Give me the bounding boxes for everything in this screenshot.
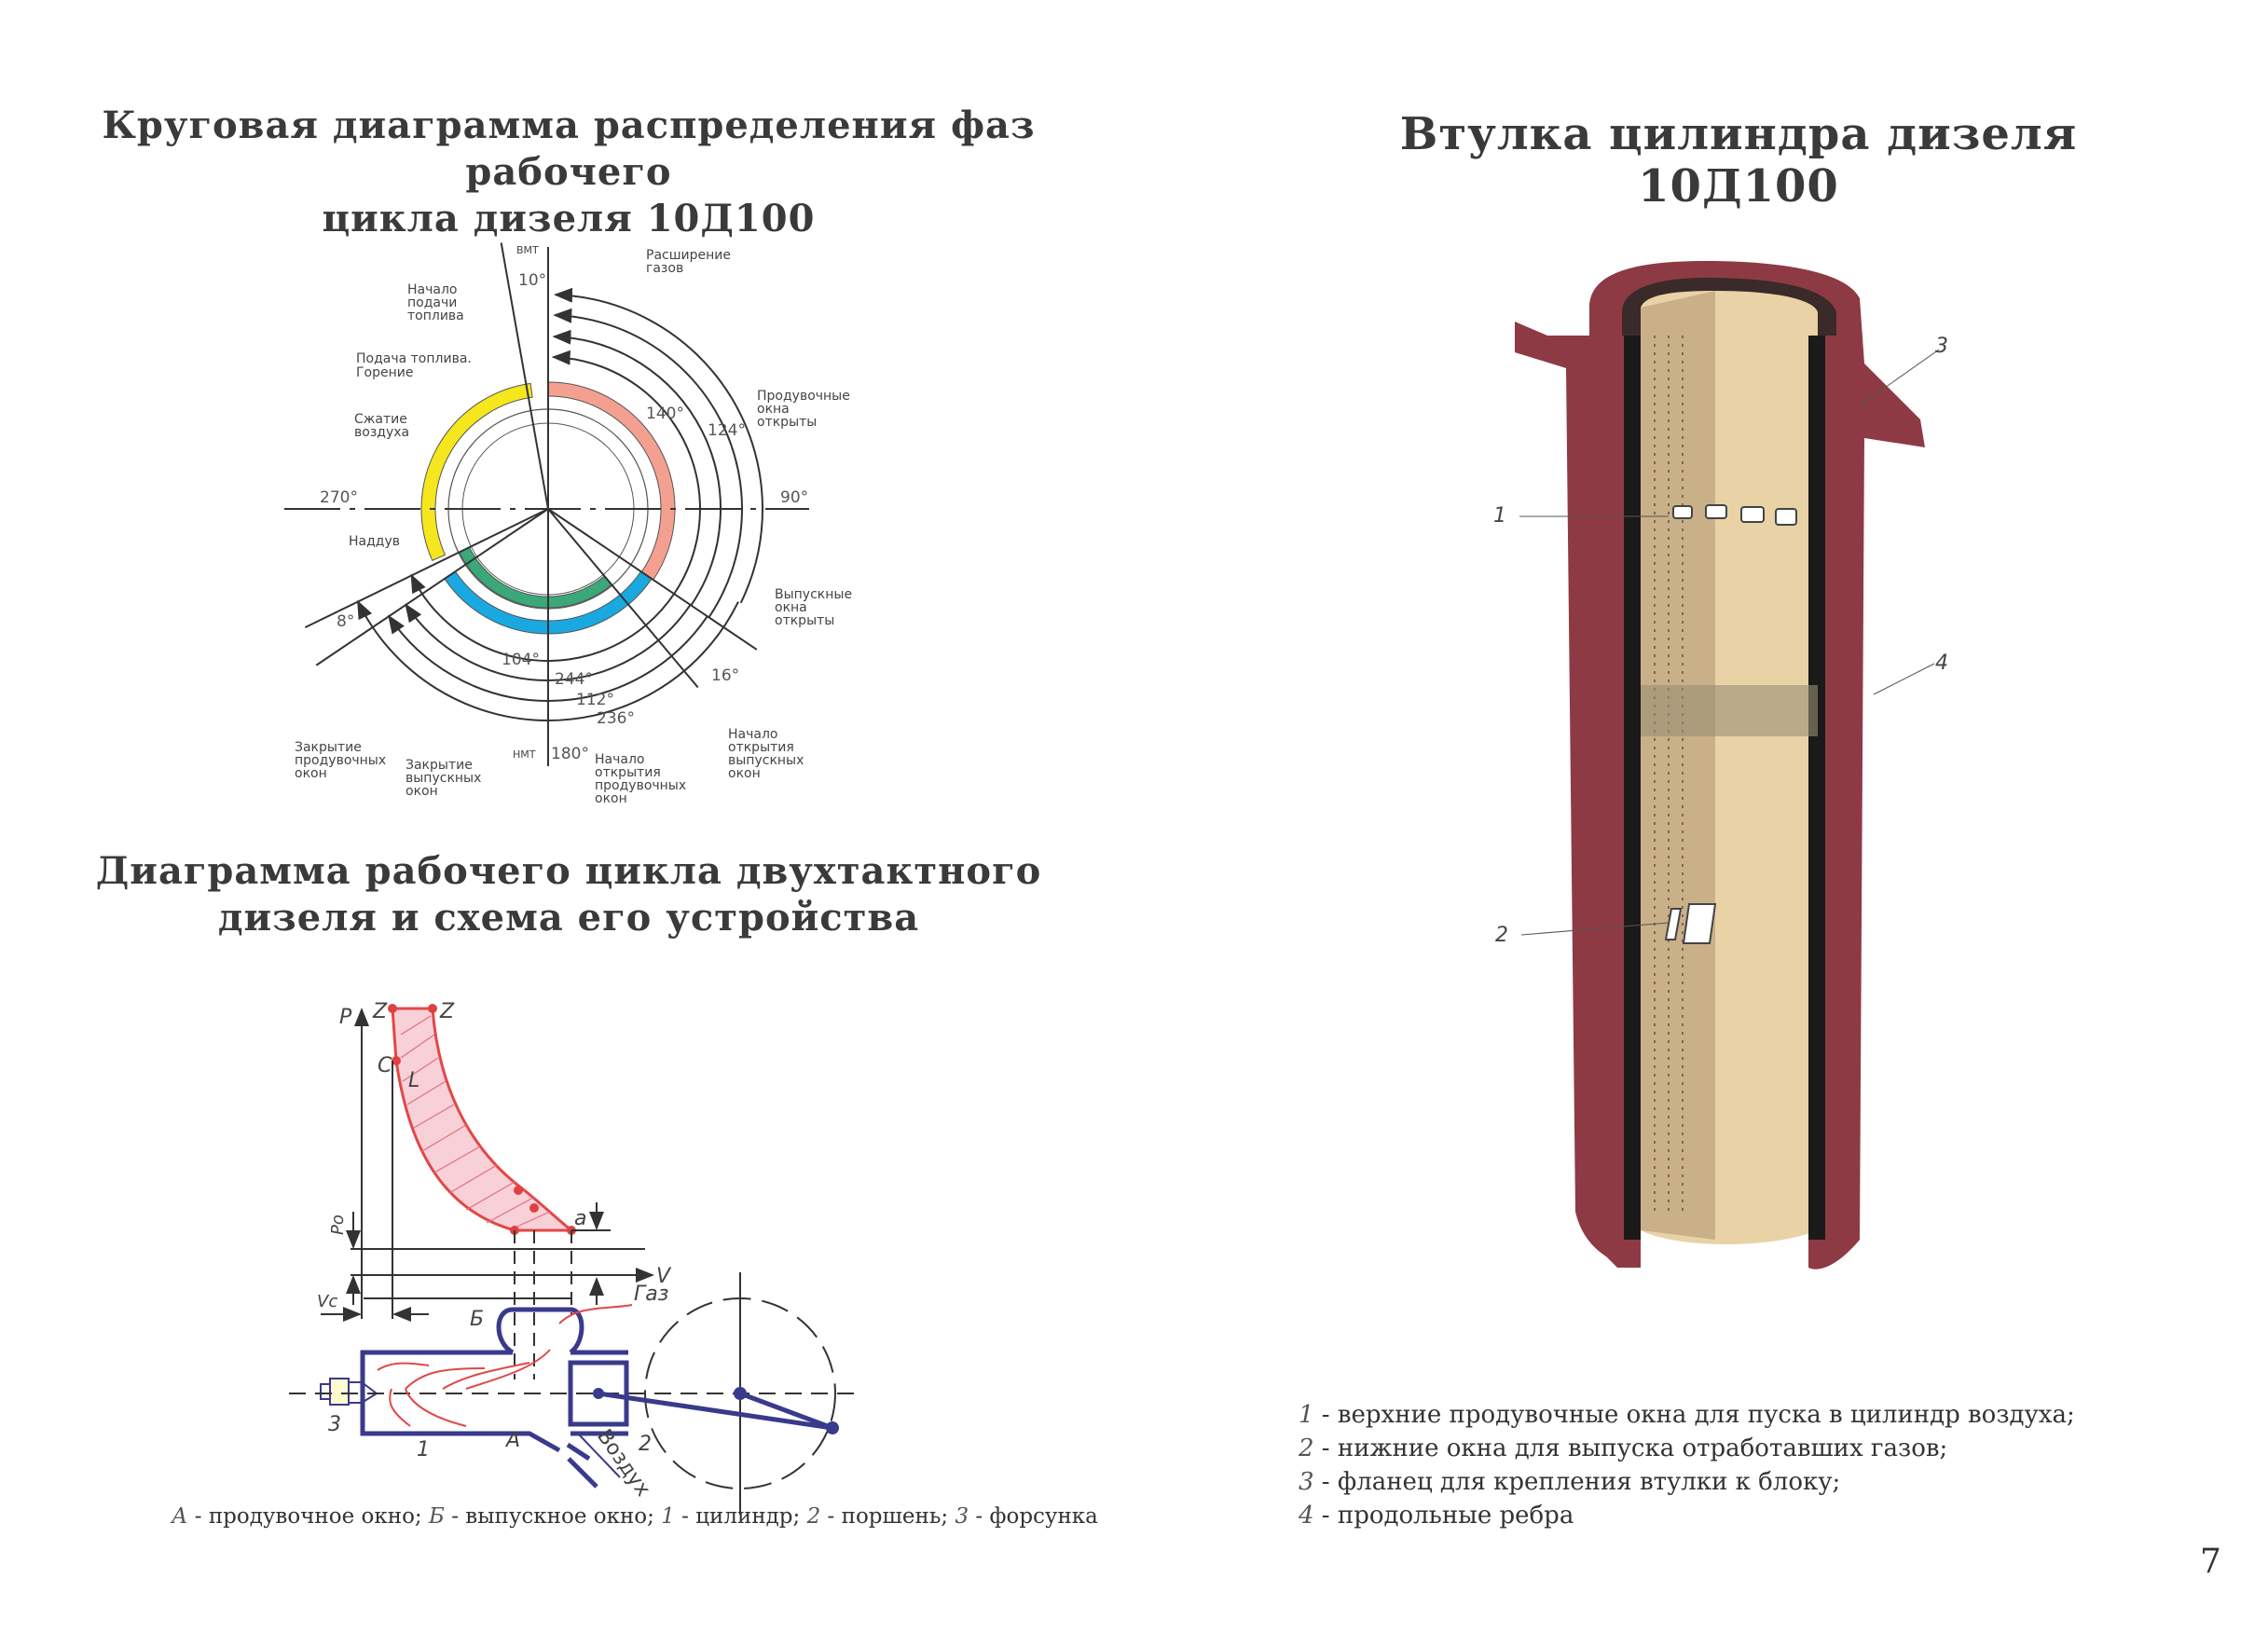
z-point-label: Z — [372, 1000, 388, 1023]
angle-8: 8° — [337, 612, 354, 631]
liner-title: Втулка цилиндра дизеля 10Д100 — [1399, 108, 2078, 213]
liner-legend: 1 - верхние продувочные окна для пуска в… — [1299, 1398, 2075, 1532]
angle-140: 140° — [646, 405, 684, 423]
legend-text: - продувочное окно; — [187, 1504, 429, 1529]
angle-16: 16° — [711, 666, 739, 685]
piston-number: 2 — [639, 1433, 652, 1456]
p-axis-label: P — [339, 1006, 352, 1029]
exhaust-window-label: Б — [470, 1308, 484, 1331]
title-line: Диаграмма рабочего цикла двухтактного — [95, 849, 1042, 893]
arc-outer — [554, 287, 763, 604]
legend-key: А — [172, 1504, 188, 1529]
legend-key: 1 — [661, 1504, 675, 1529]
angle-124: 124° — [708, 421, 746, 440]
page-number: 7 — [2200, 1543, 2221, 1581]
compression-arc — [420, 382, 533, 561]
phase-diagram-graphics — [284, 242, 809, 766]
arc-140 — [551, 350, 701, 626]
exhaust-close-line — [315, 508, 549, 666]
legend-item: 2 - нижние окна для выпуска отработавших… — [1299, 1432, 2075, 1465]
legend-text: - фланец для крепления втулки к блоку; — [1313, 1468, 1841, 1496]
legend-text: - цилиндр; — [674, 1504, 807, 1529]
angle-236: 236° — [597, 709, 635, 728]
legend-key: Б — [428, 1504, 445, 1529]
legend-key: 3 — [955, 1504, 969, 1529]
callout-4: 4 — [1935, 652, 1948, 675]
scavenge-window-label: А — [504, 1429, 520, 1452]
cylinder-liner-illustration: 1 3 4 2 — [1493, 261, 1948, 1269]
work-area — [391, 1007, 576, 1232]
legend-text: - выпускное окно; — [444, 1504, 662, 1529]
l-label: L — [408, 1069, 419, 1092]
legend-key: 1 — [1299, 1401, 1314, 1429]
legend-text: - нижние окна для выпуска отработавших г… — [1313, 1434, 1948, 1462]
angle-10: 10° — [518, 271, 546, 290]
phase-diagram-title: Круговая диаграмма распределения фаз раб… — [56, 103, 1081, 242]
boost-label: Наддув — [349, 534, 400, 549]
legend-key: 4 — [1299, 1502, 1314, 1530]
arc-124 — [553, 308, 743, 618]
scavenge-close-line — [304, 508, 549, 629]
callout-2: 2 — [1495, 924, 1508, 947]
a-point-label: a — [574, 1207, 586, 1230]
angle-244: 244° — [555, 670, 593, 689]
cycle-diagram-title: Диаграмма рабочего цикла двухтактного ди… — [56, 848, 1081, 941]
cycle-diagram-legend: А - продувочное окно; Б - выпускное окно… — [172, 1504, 1098, 1529]
arc-104 — [410, 573, 647, 662]
legend-text: - верхние продувочные окна для пуска в ц… — [1313, 1401, 2075, 1429]
legend-text: - форсунка — [969, 1504, 1098, 1529]
injector — [329, 1378, 350, 1406]
nmt-label: НМТ — [513, 748, 536, 761]
po-label: Pо — [328, 1214, 348, 1235]
piston — [568, 1360, 629, 1427]
arc-236 — [357, 599, 739, 721]
callout-1: 1 — [1493, 504, 1506, 528]
gas-label: Газ — [634, 1283, 668, 1306]
angle-90: 90° — [780, 488, 808, 507]
legend-key: 3 — [1299, 1468, 1314, 1496]
angle-270: 270° — [320, 488, 358, 507]
exhaust-open-line — [547, 508, 758, 651]
legend-item: 4 - продольные ребра — [1299, 1499, 2075, 1532]
arc-expansion — [552, 329, 722, 607]
pv-diagram: P Z Z C L Pо a V Vc Газ Б 3 1 А Воздух 2 — [289, 1000, 858, 1515]
scavenge-open-line — [547, 508, 699, 689]
vc-label: Vc — [317, 1292, 337, 1311]
arc-112 — [388, 614, 708, 703]
angle-180: 180° — [551, 745, 589, 763]
legend-key: 2 — [806, 1504, 821, 1529]
title-line: дизеля и схема его устройства — [217, 896, 920, 940]
angle-104: 104° — [502, 651, 540, 669]
callout-3: 3 — [1935, 335, 1948, 358]
legend-text: - поршень; — [820, 1504, 955, 1529]
v-axis-label: V — [656, 1265, 672, 1288]
fuel-start-line — [500, 242, 549, 510]
cylinder-number: 1 — [417, 1438, 430, 1461]
title-line: цикла дизеля 10Д100 — [322, 197, 816, 240]
z-point-label: Z — [439, 1000, 455, 1023]
legend-item: 1 - верхние продувочные окна для пуска в… — [1299, 1398, 2075, 1432]
fuel-combustion-label: Подача топлива.Горение — [356, 351, 472, 380]
angle-112: 112° — [576, 691, 614, 709]
legend-item: 3 - фланец для крепления втулки к блоку; — [1299, 1465, 2075, 1499]
title-line: Круговая диаграмма распределения фаз раб… — [102, 103, 1036, 194]
legend-key: 2 — [1299, 1434, 1314, 1462]
c-point-label: C — [378, 1054, 392, 1077]
arc-244-112 — [405, 603, 692, 681]
legend-text: - продольные ребра — [1313, 1502, 1574, 1530]
injector-number: 3 — [328, 1413, 341, 1436]
vmt-label: ВМТ — [516, 244, 539, 256]
